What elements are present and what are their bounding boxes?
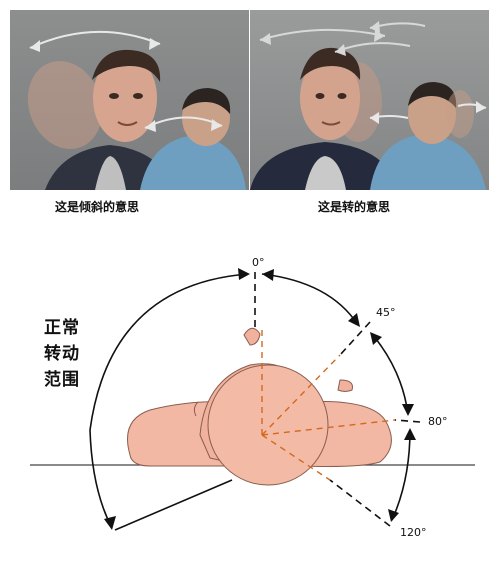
normal-range-arc — [89, 273, 249, 529]
guide-lines — [261, 330, 396, 481]
guide-45 — [261, 354, 341, 436]
angle-label-45: 45° — [376, 306, 396, 319]
rotation-range-diagram: 0° 45° 80° 120° — [30, 256, 475, 539]
ref-line-45 — [339, 321, 371, 356]
arc-45-80 — [371, 333, 409, 415]
angle-label-120: 120° — [400, 526, 427, 539]
turn-caption: 这是转的意思 — [318, 200, 391, 214]
ref-line-end — [114, 479, 233, 531]
head-shape — [207, 364, 329, 486]
ref-line-80 — [394, 419, 421, 423]
tilt-caption: 这是倾斜的意思 — [55, 200, 140, 214]
arc-0-45 — [261, 273, 359, 326]
range-label-line-3: 范围 — [44, 370, 80, 390]
guide-120 — [261, 434, 331, 481]
head-turn-photo — [250, 10, 489, 190]
guide-80 — [261, 419, 396, 436]
nose-shape — [243, 327, 261, 346]
range-label-line-1: 正常 — [44, 318, 80, 338]
angle-label-0: 0° — [252, 256, 265, 269]
arc-80-120 — [391, 429, 411, 521]
head-tilt-photo — [10, 10, 249, 190]
angle-label-80: 80° — [428, 415, 448, 428]
ref-line-120 — [329, 479, 391, 527]
ear-shape — [337, 379, 353, 392]
fold-line — [193, 401, 199, 417]
range-label-line-2: 转动 — [44, 344, 80, 364]
